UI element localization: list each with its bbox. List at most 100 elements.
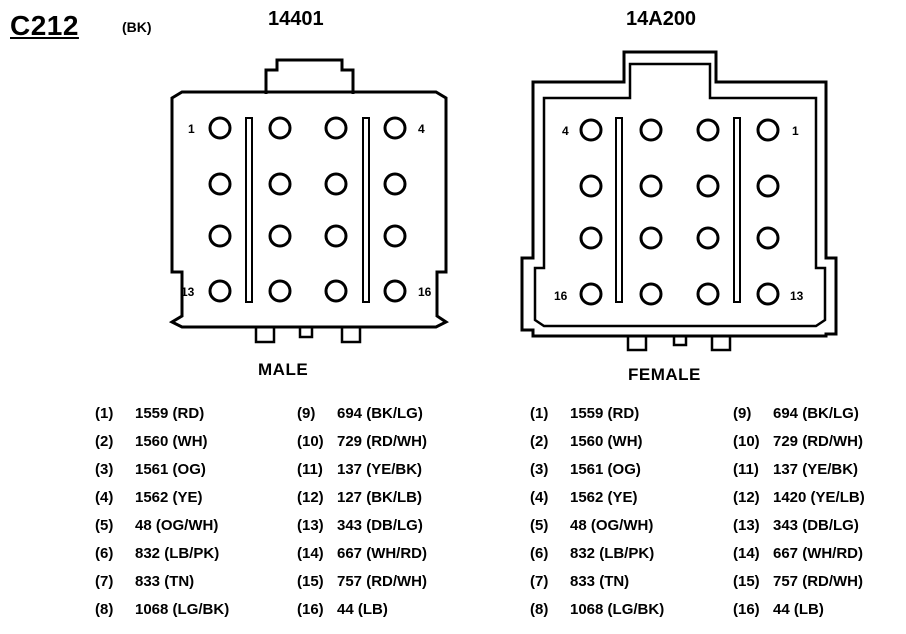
- pin-cavity: [208, 116, 232, 140]
- wire-row: (1) 1559 (RD): [95, 405, 204, 422]
- wire-circuit-color: 44 (LB): [337, 601, 388, 618]
- wire-row: (11) 137 (YE/BK): [733, 461, 858, 478]
- pin-cavity: [208, 224, 232, 248]
- male-bottom-tab: [298, 325, 314, 339]
- male-label: MALE: [258, 360, 309, 379]
- wire-circuit-color: 694 (BK/LG): [773, 405, 859, 422]
- wire-row: (13)343 (DB/LG): [733, 517, 859, 534]
- wire-circuit-color: 757 (RD/WH): [337, 573, 428, 590]
- pin-cavity: [579, 226, 603, 250]
- wire-pin-number: (1): [530, 405, 549, 422]
- male-part-number: 14401: [268, 8, 324, 30]
- female-outer-shroud: [520, 50, 838, 338]
- wire-pin-number: (3): [95, 461, 114, 478]
- wire-circuit-color: 137 (YE/BK): [773, 461, 859, 478]
- wire-pin-number: (16): [297, 601, 324, 618]
- wire-row: (15) 757 (RD/WH): [297, 573, 427, 590]
- wire-circuit-color: 1560 (WH): [570, 433, 643, 450]
- female-bottom-tab: [672, 334, 688, 347]
- female-divider-right: [733, 117, 741, 303]
- pin-cavity: [383, 116, 407, 140]
- wire-circuit-color: 44 (LB): [773, 601, 824, 618]
- female-pin-label: 13: [790, 289, 804, 303]
- wire-row: (3)1561 (OG): [530, 461, 641, 478]
- pin-cavity: [696, 118, 720, 142]
- wire-row: (13)343 (DB/LG): [297, 517, 423, 534]
- female-inner-body: [533, 62, 827, 328]
- male-latch: [264, 58, 355, 94]
- wire-circuit-color: 1068 (LG/BK): [135, 601, 230, 618]
- wire-circuit-color: 1560 (WH): [135, 433, 208, 450]
- pin-cavity: [268, 116, 292, 140]
- wire-pin-number: (2): [530, 433, 549, 450]
- male-pin-label: 1: [188, 122, 195, 136]
- wire-row: (2)1560 (WH): [95, 433, 208, 450]
- wire-row: (5)48 (OG/WH): [95, 517, 218, 534]
- wire-row: (2) 1560 (WH): [530, 433, 643, 450]
- wire-circuit-color: 343 (DB/LG): [337, 517, 423, 534]
- pin-cavity: [383, 279, 407, 303]
- wire-circuit-color: 667 (WH/RD): [773, 545, 864, 562]
- wire-pin-number: (12): [733, 489, 760, 506]
- female-pin-label: 1: [792, 124, 799, 138]
- pin-cavity: [324, 116, 348, 140]
- pin-cavity: [383, 224, 407, 248]
- pin-cavity: [579, 118, 603, 142]
- pin-cavity: [756, 174, 780, 198]
- male-pin-label: 16: [418, 285, 432, 299]
- pin-cavity: [324, 279, 348, 303]
- wire-pin-number: (7): [530, 573, 549, 590]
- male-connector: [168, 58, 449, 344]
- female-bottom-tab: [626, 334, 648, 352]
- pin-cavity: [756, 226, 780, 250]
- female-part-number: 14A200: [626, 8, 697, 30]
- wire-row: (3) 1561 (OG): [95, 461, 206, 478]
- wire-pin-number: (8): [530, 601, 549, 618]
- male-pin-label: 4: [418, 122, 425, 136]
- pin-cavity: [639, 282, 663, 306]
- wire-circuit-color: 832 (LB/PK): [135, 545, 220, 562]
- male-pin-label: 13: [181, 285, 195, 299]
- pin-cavity: [268, 172, 292, 196]
- female-pin-label: 4: [562, 124, 569, 138]
- pin-cavity: [268, 279, 292, 303]
- wire-circuit-color: 1559 (RD): [135, 405, 205, 422]
- wire-circuit-color: 1068 (LG/BK): [570, 601, 665, 618]
- pin-cavity: [268, 224, 292, 248]
- pin-cavity: [383, 172, 407, 196]
- pin-cavity: [208, 172, 232, 196]
- wire-circuit-color: 729 (RD/WH): [773, 433, 864, 450]
- male-bottom-tab: [254, 325, 276, 344]
- wire-row: (7)833 (TN): [95, 573, 194, 590]
- male-bottom-tab: [340, 325, 362, 344]
- wire-pin-number: (6): [95, 545, 114, 562]
- wire-pin-number: (11): [733, 461, 759, 478]
- male-divider-left: [245, 117, 253, 303]
- male-pin-grid: [208, 116, 407, 303]
- wire-pin-number: (12): [297, 489, 324, 506]
- wire-pin-number: (3): [530, 461, 549, 478]
- wire-row: (4)1562 (YE): [95, 489, 203, 506]
- wire-pin-number: (15): [733, 573, 760, 590]
- connector-color-code: (BK): [122, 19, 152, 35]
- wire-pin-number: (7): [95, 573, 114, 590]
- pin-cavity: [639, 226, 663, 250]
- pin-cavity: [696, 174, 720, 198]
- wire-row: (6) 832 (LB/PK): [95, 545, 219, 562]
- wire-pin-number: (1): [95, 405, 114, 422]
- wire-pin-number: (9): [733, 405, 752, 422]
- female-pin-label: 16: [554, 289, 568, 303]
- wire-row: (9)694 (BK/LG): [297, 405, 423, 422]
- wire-pin-number: (4): [530, 489, 549, 506]
- wire-row: (11)137 (YE/BK): [297, 461, 422, 478]
- wire-pin-number: (14): [733, 545, 760, 562]
- female-divider-left: [615, 117, 623, 303]
- pin-cavity: [639, 174, 663, 198]
- female-label: FEMALE: [628, 365, 701, 384]
- wire-row: (10)729 (RD/WH): [733, 433, 863, 450]
- wire-pin-number: (15): [297, 573, 324, 590]
- wire-circuit-color: 1561 (OG): [135, 461, 206, 478]
- wire-pin-number: (5): [95, 517, 114, 534]
- female-connector: [520, 50, 838, 352]
